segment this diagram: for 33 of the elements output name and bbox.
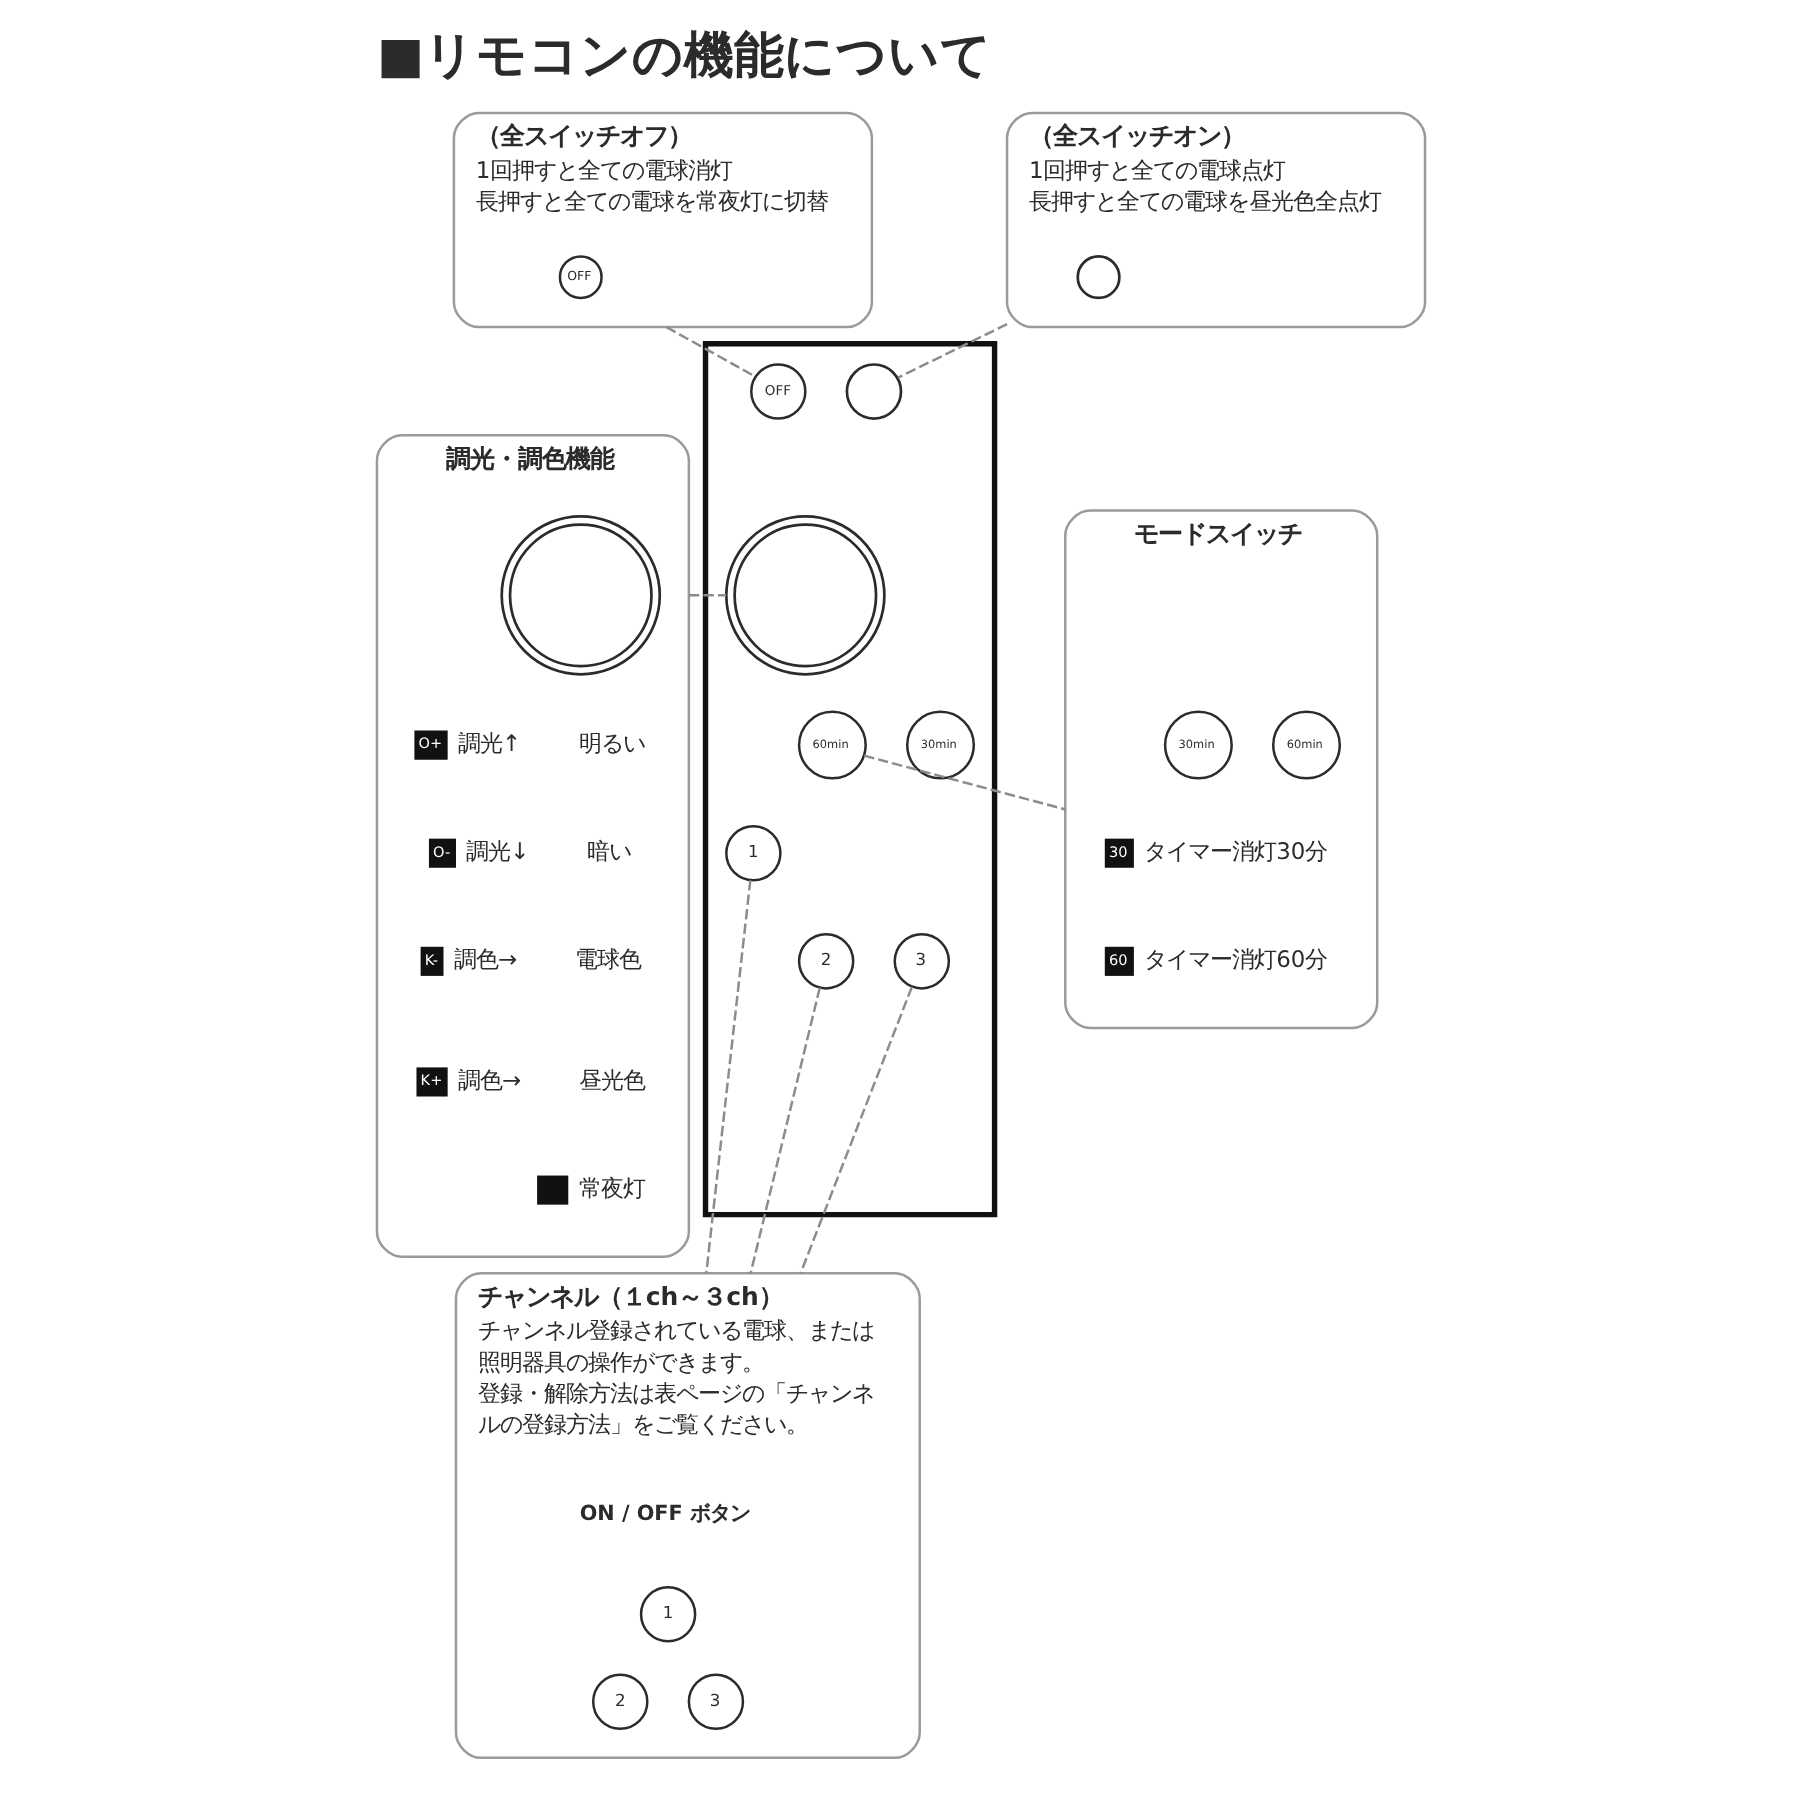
- node-circle: 2: [796, 933, 854, 990]
- connector: [748, 987, 820, 1274]
- node-circle: [844, 363, 902, 420]
- node-label: 調色→: [457, 1065, 521, 1094]
- connector: [862, 754, 1065, 811]
- node-label: タイマー消灯30分: [1143, 837, 1327, 866]
- node-circle: 1: [724, 824, 781, 882]
- node-circle: [499, 514, 661, 676]
- connector: [896, 323, 1007, 379]
- label: ON / OFF ボタン: [578, 1501, 749, 1526]
- node-box: [536, 1175, 568, 1205]
- diagram-title: ■リモコンの機能について: [375, 25, 992, 84]
- node-circle: 2: [591, 1673, 648, 1730]
- node-circle: [1075, 255, 1120, 300]
- connector: [704, 880, 751, 1274]
- node-label: 調色→: [452, 945, 517, 974]
- connector: [687, 594, 726, 597]
- node-label: 常夜灯: [577, 1173, 644, 1202]
- node-label: 暗い: [585, 837, 630, 866]
- connector: [798, 986, 913, 1274]
- node-label: タイマー消灯60分: [1143, 945, 1327, 974]
- node-label: 調光↓: [465, 837, 529, 866]
- node-circle: [723, 514, 885, 676]
- node-circle: 3: [892, 933, 950, 990]
- node-label: 調光↑: [457, 728, 521, 757]
- cluster: （全スイッチオン） 1回押すと全ての電球点灯 長押すと全ての電球を昼光色全点灯: [1004, 111, 1426, 329]
- node-label: 電球色: [573, 945, 640, 974]
- connector: [664, 326, 755, 378]
- node-label: 昼光色: [577, 1065, 644, 1094]
- node-circle: 1: [638, 1586, 696, 1643]
- cluster: [701, 341, 997, 1218]
- node-label: 明るい: [577, 728, 644, 757]
- node-circle: 3: [686, 1673, 744, 1730]
